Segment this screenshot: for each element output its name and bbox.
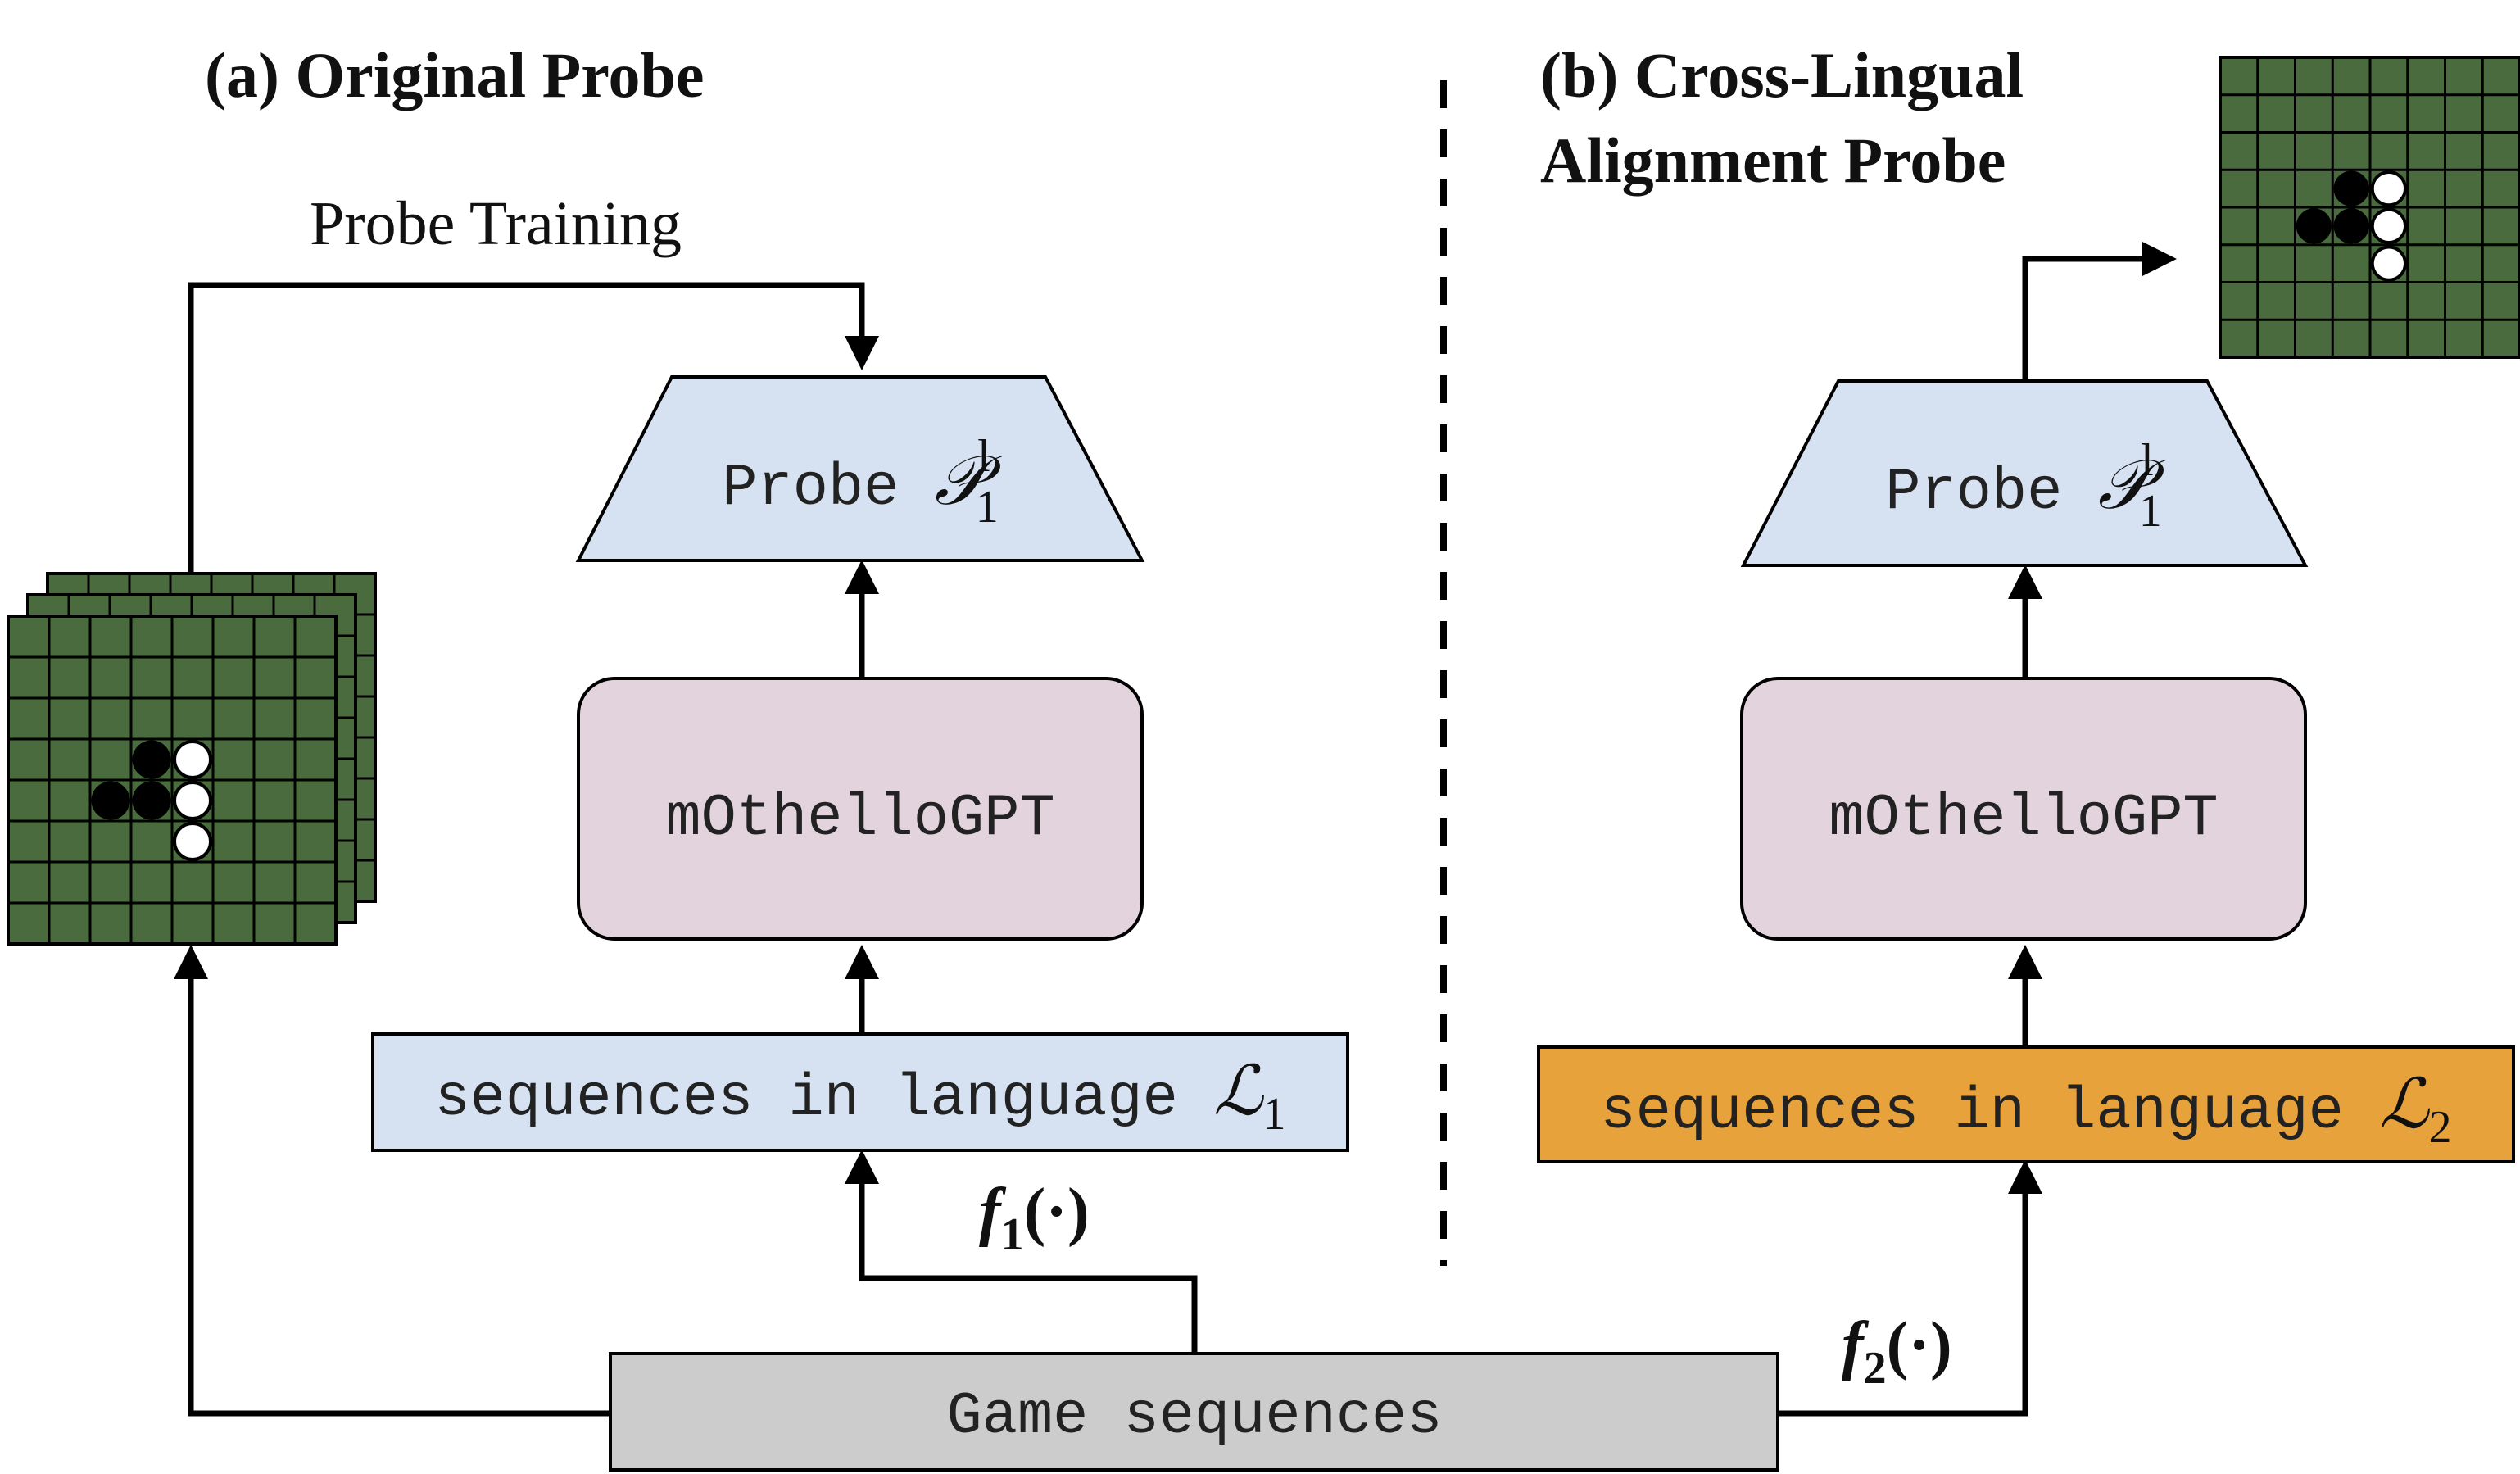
- f1-arrow: [845, 1150, 1198, 1354]
- probe-to-board-arrow: [2022, 242, 2177, 379]
- black-stone: [2333, 170, 2369, 206]
- sequences-l1-label: sequences in language ℒ1: [434, 1054, 1285, 1140]
- board-stack: [7, 572, 377, 946]
- probe-b-trapezoid: [1740, 379, 2309, 567]
- f2-label: f2(·): [1842, 1309, 1952, 1394]
- black-stone: [132, 781, 171, 820]
- black-stone: [2296, 208, 2332, 244]
- probe-a-trapezoid: [575, 375, 1145, 562]
- white-stone: [173, 740, 212, 779]
- black-stone: [2333, 208, 2369, 244]
- panel-a-title: (a) Original Probe: [205, 39, 705, 111]
- black-stone: [91, 781, 130, 820]
- output-board-grid: [2219, 56, 2520, 359]
- model-a-label: mOthelloGPT: [665, 785, 1054, 852]
- model-b-label: mOthelloGPT: [1829, 785, 2218, 852]
- probe-training-label: Probe Training: [310, 189, 682, 258]
- sequences-l2-box: [1537, 1045, 2515, 1163]
- game-sequences-label: Game sequences: [947, 1383, 1443, 1450]
- sequences-l1-box: [371, 1032, 1349, 1152]
- f2-arrow: [1778, 1159, 2042, 1417]
- black-stone: [132, 740, 171, 779]
- white-stone: [2370, 245, 2408, 282]
- white-stone: [2370, 170, 2408, 207]
- output-board: [2219, 56, 2520, 359]
- model-b-box: [1740, 677, 2307, 941]
- game-to-board-arrow: [174, 945, 610, 1417]
- white-stone: [173, 781, 212, 820]
- probe-training-arrow: [188, 282, 879, 574]
- white-stone: [2370, 207, 2408, 245]
- model-a-box: [577, 677, 1144, 941]
- panel-b-title-line2: Alignment Probe: [1540, 125, 2006, 196]
- f1-label: f1(·): [979, 1176, 1090, 1260]
- sequences-l2-label: sequences in language ℒ2: [1600, 1067, 2451, 1153]
- white-stone: [173, 822, 212, 861]
- board-front: [7, 615, 338, 946]
- panel-b-title-line1: (b) Cross-Lingual: [1540, 39, 2024, 111]
- game-sequences-box: [609, 1352, 1779, 1472]
